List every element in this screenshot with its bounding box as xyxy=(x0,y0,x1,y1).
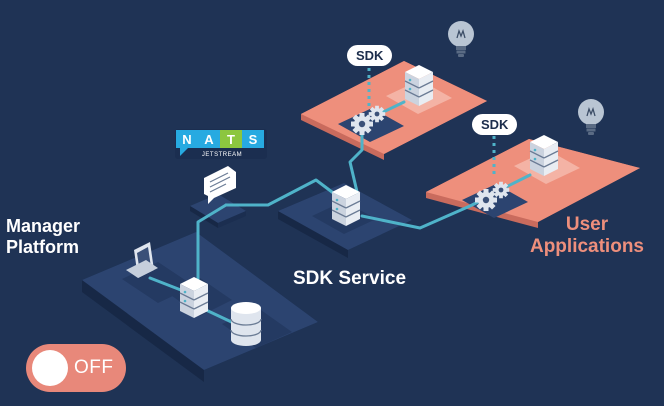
user-applications-label: User Applications xyxy=(513,214,661,258)
user-applications-label-line-1: User xyxy=(565,214,609,235)
user-app-platform-1 xyxy=(301,61,487,160)
on-off-toggle[interactable]: OFF xyxy=(26,344,126,392)
connector-nats-manager xyxy=(196,203,228,292)
sdk-tag-app2: SDK xyxy=(472,114,518,135)
manager-platform-label-line-1: Manager xyxy=(6,216,81,236)
toggle-state-label: OFF xyxy=(74,357,114,378)
nats-letter-a: A xyxy=(204,132,214,147)
nats-letter-s: S xyxy=(249,132,258,147)
connector-nats-sdk xyxy=(224,178,342,207)
toggle-knob[interactable] xyxy=(32,350,68,386)
lightbulb-icon xyxy=(447,20,475,58)
user-applications-label-line-2: Applications xyxy=(529,235,644,257)
manager-platform-label: Manager Platform xyxy=(6,216,80,257)
sdk-service-label: SDK Service xyxy=(293,268,407,289)
connector-sdk-app2 xyxy=(360,198,484,230)
laptop-icon xyxy=(126,242,158,278)
sdk-tag-app1: SDK xyxy=(347,45,393,66)
server-icon xyxy=(404,64,434,107)
nats-letter-t: T xyxy=(227,132,235,147)
connector-sdk-app1 xyxy=(348,132,364,198)
server-icon xyxy=(179,276,209,319)
chat-icon xyxy=(204,166,236,204)
database-icon xyxy=(230,302,262,346)
nats-letter-n: N xyxy=(182,132,191,147)
server-icon xyxy=(529,134,559,177)
lightbulb-icon xyxy=(577,98,605,136)
nats-logo: N A T S JETSTREAM xyxy=(175,129,267,159)
manager-platform-label-line-2: Platform xyxy=(6,236,80,257)
nats-subtitle: JETSTREAM xyxy=(202,152,242,158)
sdk-service-server-icon xyxy=(331,184,361,227)
